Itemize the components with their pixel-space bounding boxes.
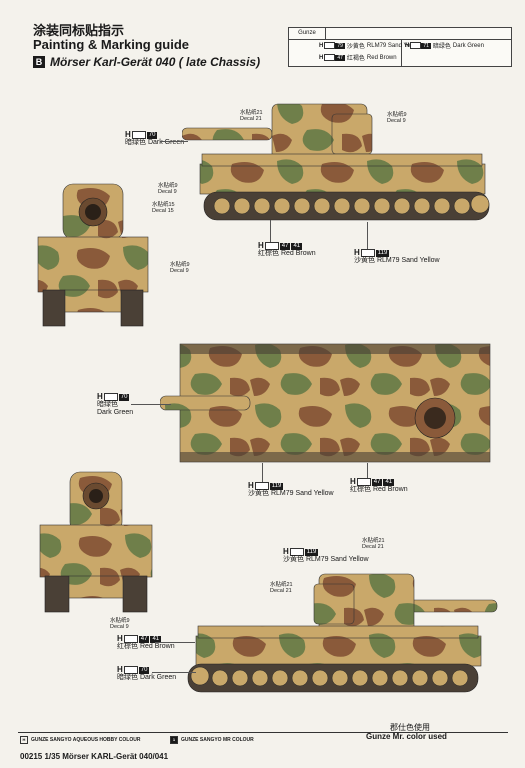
gunze-used-chinese: 郡仕色使用 xyxy=(390,723,430,732)
footer-aqueous: H GUNZE SANGYO AQUEOUS HOBBY COLOUR xyxy=(20,736,140,744)
aqueous-mark-icon: H xyxy=(20,736,28,744)
top-view-illustration xyxy=(160,343,491,463)
product-code: 00215 1/35 Mörser KARL-Gerät 040/041 xyxy=(20,752,169,761)
footer-mr: 1 GUNZE SANGYO MR COLOUR xyxy=(170,736,254,744)
side-view-right-illustration xyxy=(187,573,498,693)
rear-view-illustration xyxy=(39,471,153,613)
side-view-left-illustration xyxy=(182,103,490,221)
footer-divider xyxy=(18,732,508,733)
front-view-illustration xyxy=(37,183,149,327)
section-badge: B xyxy=(33,56,45,68)
gunze-used-english: Gunze Mr. color used xyxy=(366,732,447,741)
title-english: Painting & Marking guide xyxy=(33,37,190,52)
title-chinese: 涂装同标贴指示 xyxy=(33,23,125,38)
mr-mark-icon: 1 xyxy=(170,736,178,744)
subtitle: Mörser Karl-Gerät 040 ( late Chassis) xyxy=(50,55,261,69)
